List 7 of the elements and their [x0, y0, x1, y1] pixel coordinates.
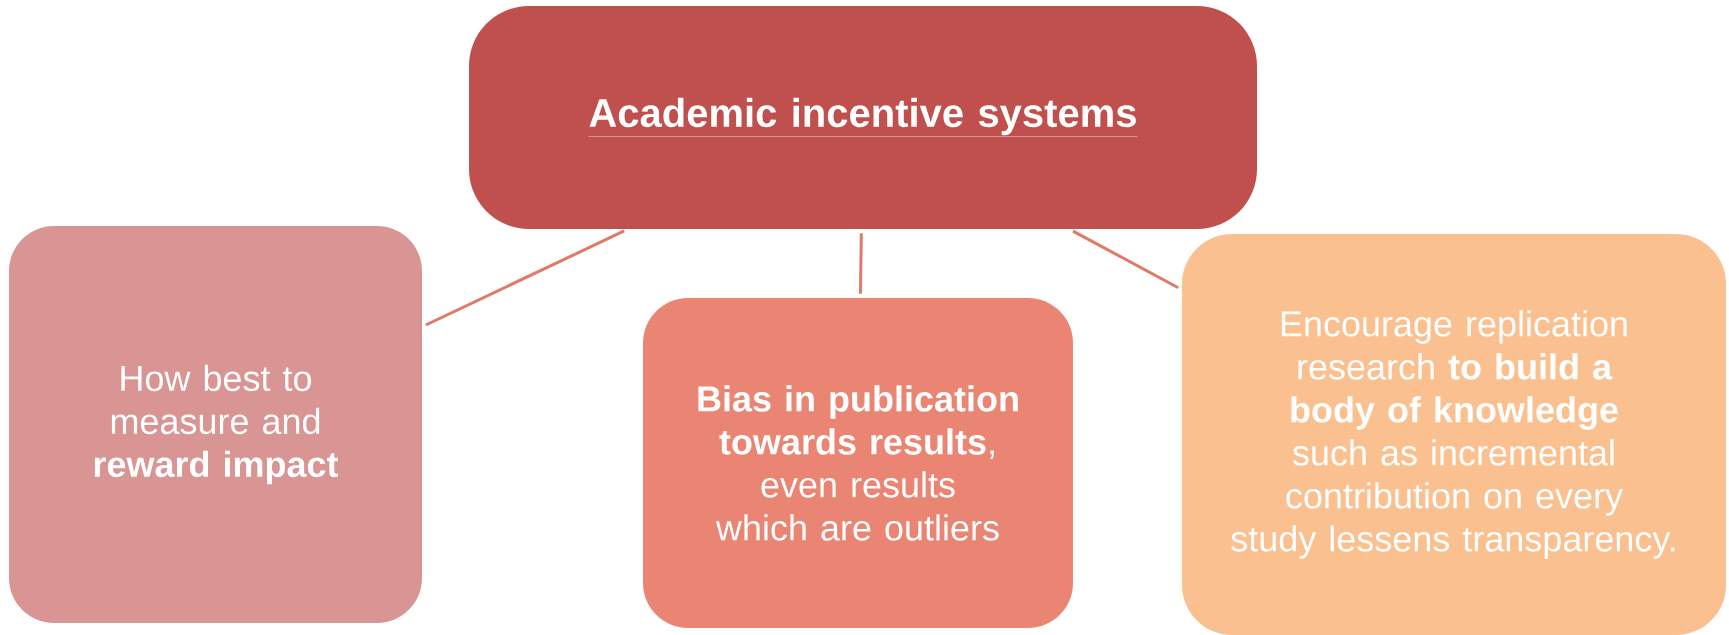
title-box: Academic incentive systems	[469, 6, 1257, 229]
connector-line	[425, 229, 625, 327]
topic-box: How best to measure and reward impact	[9, 226, 422, 623]
connector-line	[858, 233, 863, 294]
connector-line	[1072, 229, 1179, 290]
topic-box: Bias in publication towards results, even results which are outliers	[643, 298, 1073, 628]
topic-box: Encourage replication research to build a body of knowledge such as incremental contribution on every study lessens transparency.	[1182, 234, 1726, 635]
